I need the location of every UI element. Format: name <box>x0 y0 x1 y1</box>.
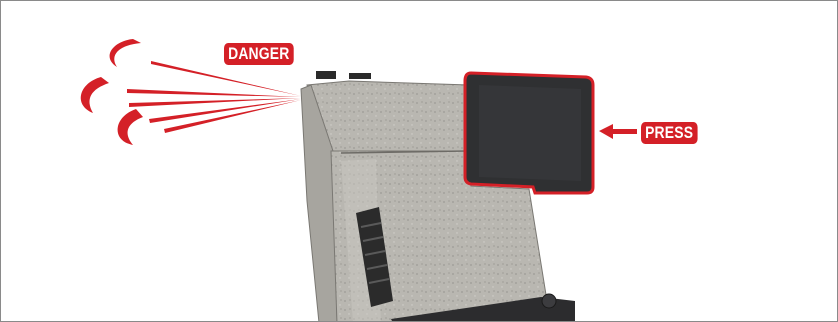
press-button <box>465 73 593 193</box>
feed-lip <box>316 71 336 79</box>
press-label: PRESS <box>641 122 697 144</box>
feed-lip <box>349 73 371 79</box>
left-arrow-icon <box>599 124 637 139</box>
danger-label: DANGER <box>224 43 294 65</box>
